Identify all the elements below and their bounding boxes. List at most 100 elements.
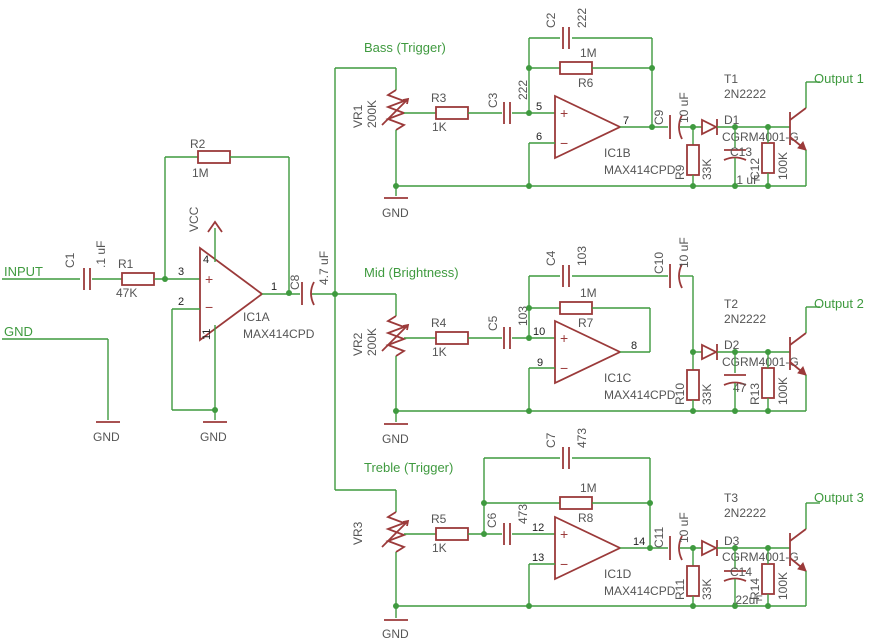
- resistor-r14: R14 100K: [748, 563, 790, 600]
- gnd-symbol-bass: GND: [382, 197, 409, 220]
- svg-text:VR2: VR2: [351, 332, 365, 356]
- svg-text:R11: R11: [673, 579, 687, 600]
- svg-text:MAX414CPD: MAX414CPD: [604, 163, 676, 177]
- svg-text:103: 103: [516, 306, 530, 326]
- svg-text:VR3: VR3: [351, 521, 365, 545]
- svg-text:6: 6: [536, 131, 542, 143]
- svg-text:D3: D3: [724, 534, 740, 548]
- svg-text:GND: GND: [382, 432, 409, 446]
- svg-text:T1: T1: [724, 72, 738, 86]
- diode-d2: D2 CGRM4001-G: [701, 338, 799, 369]
- gnd-symbol-mid: GND: [382, 423, 409, 446]
- svg-text:C11: C11: [652, 527, 666, 548]
- transistor-t3: T3 2N2222: [724, 491, 807, 572]
- svg-text:222: 222: [575, 8, 589, 28]
- capacitor-c3: C3 222: [486, 80, 530, 124]
- svg-text:103: 103: [575, 246, 589, 266]
- output-3-label: Output 3: [814, 490, 864, 505]
- svg-text:R3: R3: [431, 91, 447, 105]
- svg-text:2: 2: [178, 296, 184, 308]
- ic1a-name: IC1A: [243, 310, 270, 324]
- output-1-label: Output 1: [814, 71, 864, 86]
- svg-text:2N2222: 2N2222: [724, 506, 766, 520]
- svg-text:8: 8: [631, 340, 637, 352]
- svg-text:7: 7: [623, 115, 629, 127]
- svg-text:R2: R2: [190, 137, 206, 151]
- gnd-port-label: GND: [4, 324, 33, 339]
- ic1a-part: MAX414CPD: [243, 327, 315, 341]
- svg-text:D2: D2: [724, 338, 740, 352]
- svg-text:IC1B: IC1B: [604, 146, 631, 160]
- svg-text:R5: R5: [431, 512, 447, 526]
- svg-text:−: −: [205, 299, 213, 315]
- svg-text:5: 5: [536, 101, 542, 113]
- capacitor-c9: C9 10 uF: [652, 92, 691, 140]
- capacitor-c5: C5 103: [486, 306, 530, 349]
- svg-text:47K: 47K: [116, 286, 137, 300]
- svg-text:10: 10: [533, 326, 545, 338]
- svg-text:T2: T2: [724, 297, 738, 311]
- svg-text:+: +: [560, 526, 568, 542]
- potentiometer-vr2: VR2 200K: [351, 315, 410, 357]
- capacitor-c10: C10 10 uF: [652, 237, 691, 289]
- capacitor-c6: C6 473: [485, 504, 530, 545]
- capacitor-c13: C13 .1 uF: [723, 145, 760, 187]
- svg-text:GND: GND: [382, 627, 409, 641]
- svg-text:CGRM4001-G: CGRM4001-G: [722, 550, 799, 564]
- svg-text:−: −: [560, 135, 568, 151]
- capacitor-c14: C14 .22uF: [723, 565, 763, 607]
- svg-text:10 uF: 10 uF: [677, 512, 691, 543]
- capacitor-c1: C1 .1 uF: [63, 241, 108, 290]
- svg-text:VCC: VCC: [187, 206, 201, 232]
- gnd-symbol-2: GND: [200, 421, 227, 444]
- svg-text:33K: 33K: [700, 579, 714, 600]
- svg-text:C14: C14: [730, 565, 752, 579]
- svg-text:GND: GND: [200, 430, 227, 444]
- svg-text:.1 uF: .1 uF: [733, 173, 760, 187]
- svg-text:1M: 1M: [580, 481, 597, 495]
- capacitor-c4: C4 103: [544, 246, 589, 287]
- svg-text:VR1: VR1: [351, 104, 365, 128]
- svg-text:R8: R8: [578, 511, 594, 525]
- svg-text:33K: 33K: [700, 384, 714, 405]
- svg-text:222: 222: [516, 80, 530, 100]
- svg-text:200K: 200K: [365, 100, 379, 128]
- resistor-r3: R3 1K: [431, 91, 469, 134]
- svg-text:GND: GND: [93, 430, 120, 444]
- resistor-r11: R11 33K: [673, 565, 714, 600]
- potentiometer-vr3: VR3: [351, 511, 410, 553]
- svg-text:9: 9: [537, 357, 543, 369]
- svg-text:C13: C13: [730, 145, 752, 159]
- opamp-ic1c: + − 10 9 8 IC1C MAX414CPD: [533, 319, 676, 402]
- resistor-r8: 1M R8: [559, 481, 597, 525]
- svg-text:C10: C10: [652, 252, 666, 274]
- resistor-r10: R10 33K: [673, 369, 714, 405]
- svg-text:C12: C12: [748, 158, 762, 180]
- svg-text:T3: T3: [724, 491, 738, 505]
- svg-text:100K: 100K: [776, 377, 790, 405]
- svg-text:13: 13: [532, 552, 544, 564]
- svg-text:C8: C8: [288, 274, 302, 290]
- svg-text:10 uF: 10 uF: [677, 92, 691, 123]
- resistor-r1: R1 47K: [116, 257, 155, 300]
- svg-text:12: 12: [532, 522, 544, 534]
- svg-text:C9: C9: [652, 109, 666, 125]
- opamp-ic1a: + − 3 2 1 4 11 IC1A MAX414CPD: [178, 246, 315, 342]
- svg-text:473: 473: [575, 428, 589, 448]
- svg-text:+: +: [205, 271, 213, 287]
- svg-text:C1: C1: [63, 252, 77, 268]
- svg-text:3: 3: [178, 266, 184, 278]
- svg-text:14: 14: [633, 536, 645, 548]
- opamp-ic1b: + − 5 6 7 IC1B MAX414CPD: [536, 94, 676, 177]
- svg-text:1K: 1K: [432, 120, 447, 134]
- svg-text:D1: D1: [724, 113, 740, 127]
- svg-text:MAX414CPD: MAX414CPD: [604, 388, 676, 402]
- svg-text:10 uF: 10 uF: [677, 237, 691, 268]
- svg-text:200K: 200K: [365, 328, 379, 356]
- svg-text:47: 47: [733, 381, 747, 395]
- svg-text:−: −: [560, 360, 568, 376]
- svg-text:R4: R4: [431, 316, 447, 330]
- svg-text:R9: R9: [673, 164, 687, 180]
- svg-text:100K: 100K: [776, 152, 790, 180]
